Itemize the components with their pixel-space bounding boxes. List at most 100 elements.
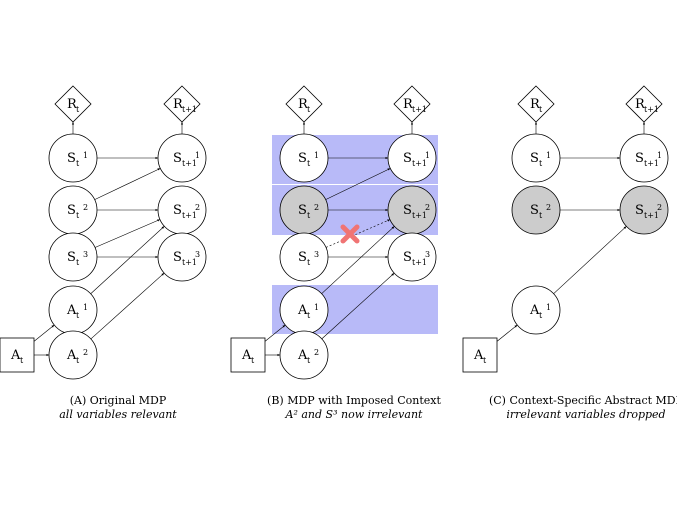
node-subscript: t: [76, 311, 80, 320]
node-subscript: t: [539, 105, 543, 114]
node-superscript: 2: [546, 203, 551, 212]
node-superscript: 3: [314, 250, 319, 259]
node-superscript: 1: [314, 303, 319, 312]
caption-a: (A) Original MDP: [70, 394, 167, 407]
edge-b-S20-S11: [325, 168, 391, 200]
node-subscript: t+1: [182, 159, 197, 168]
node-label: S: [173, 203, 182, 218]
node-label: S: [298, 151, 307, 166]
node-subscript: t: [307, 105, 311, 114]
edge-c-At-A1: [496, 324, 518, 342]
node-label: A: [241, 348, 252, 363]
node-label: R: [298, 97, 309, 112]
node-label: S: [67, 203, 76, 218]
node-label: A: [297, 348, 308, 363]
node-subscript: t+1: [412, 105, 427, 114]
node-subscript: t: [483, 356, 487, 365]
edge-a-A2-S31: [90, 272, 165, 340]
node-subscript: t+1: [182, 258, 197, 267]
node-subscript: t: [76, 159, 80, 168]
edge-b-A1-S21: [321, 226, 395, 294]
node-subscript: t: [307, 311, 311, 320]
node-label: S: [67, 250, 76, 265]
subcaption-a: all variables relevant: [59, 408, 177, 421]
node-label: S: [530, 151, 539, 166]
node-superscript: 1: [314, 151, 319, 160]
edge-a-At-A1: [33, 324, 55, 342]
node-subscript: t+1: [412, 211, 427, 220]
node-label: A: [529, 303, 540, 318]
node-label: R: [635, 97, 646, 112]
node-subscript: t: [307, 356, 311, 365]
caption-b: (B) MDP with Imposed Context: [267, 394, 441, 407]
marks: [340, 224, 360, 244]
node-label: S: [173, 151, 182, 166]
caption-c: (C) Context-Specific Abstract MDP: [489, 394, 677, 407]
node-subscript: t: [251, 356, 255, 365]
node-label: S: [173, 250, 182, 265]
edges: [33, 122, 646, 357]
node-subscript: t+1: [182, 105, 197, 114]
node-superscript: 1: [657, 151, 662, 160]
node-label: R: [173, 97, 184, 112]
node-label: R: [67, 97, 78, 112]
node-label: S: [403, 151, 412, 166]
node-superscript: 2: [657, 203, 662, 212]
node-label: S: [403, 203, 412, 218]
removed-edge-cross-icon: [340, 224, 360, 244]
node-subscript: t: [76, 356, 80, 365]
edge-a-S20-S11: [94, 168, 161, 200]
node-subscript: t: [76, 105, 80, 114]
node-subscript: t: [307, 211, 311, 220]
subcaption-c: irrelevant variables dropped: [506, 408, 665, 421]
node-label: R: [530, 97, 541, 112]
node-superscript: 2: [314, 203, 319, 212]
node-label: S: [67, 151, 76, 166]
subcaption-b: A² and S³ now irrelevant: [285, 408, 424, 421]
node-superscript: 2: [83, 348, 88, 357]
node-subscript: t: [76, 211, 80, 220]
node-label: A: [66, 303, 77, 318]
node-superscript: 1: [546, 303, 551, 312]
node-superscript: 1: [195, 151, 200, 160]
edge-a-A1-S21: [90, 226, 165, 294]
node-subscript: t: [20, 356, 24, 365]
node-subscript: t: [539, 311, 543, 320]
node-subscript: t+1: [644, 211, 659, 220]
node-superscript: 1: [83, 151, 88, 160]
node-superscript: 2: [83, 203, 88, 212]
node-label: S: [403, 250, 412, 265]
edge-b-A2-S31: [321, 272, 395, 340]
node-superscript: 3: [425, 250, 430, 259]
node-superscript: 3: [195, 250, 200, 259]
node-superscript: 1: [546, 151, 551, 160]
node-label: S: [298, 203, 307, 218]
